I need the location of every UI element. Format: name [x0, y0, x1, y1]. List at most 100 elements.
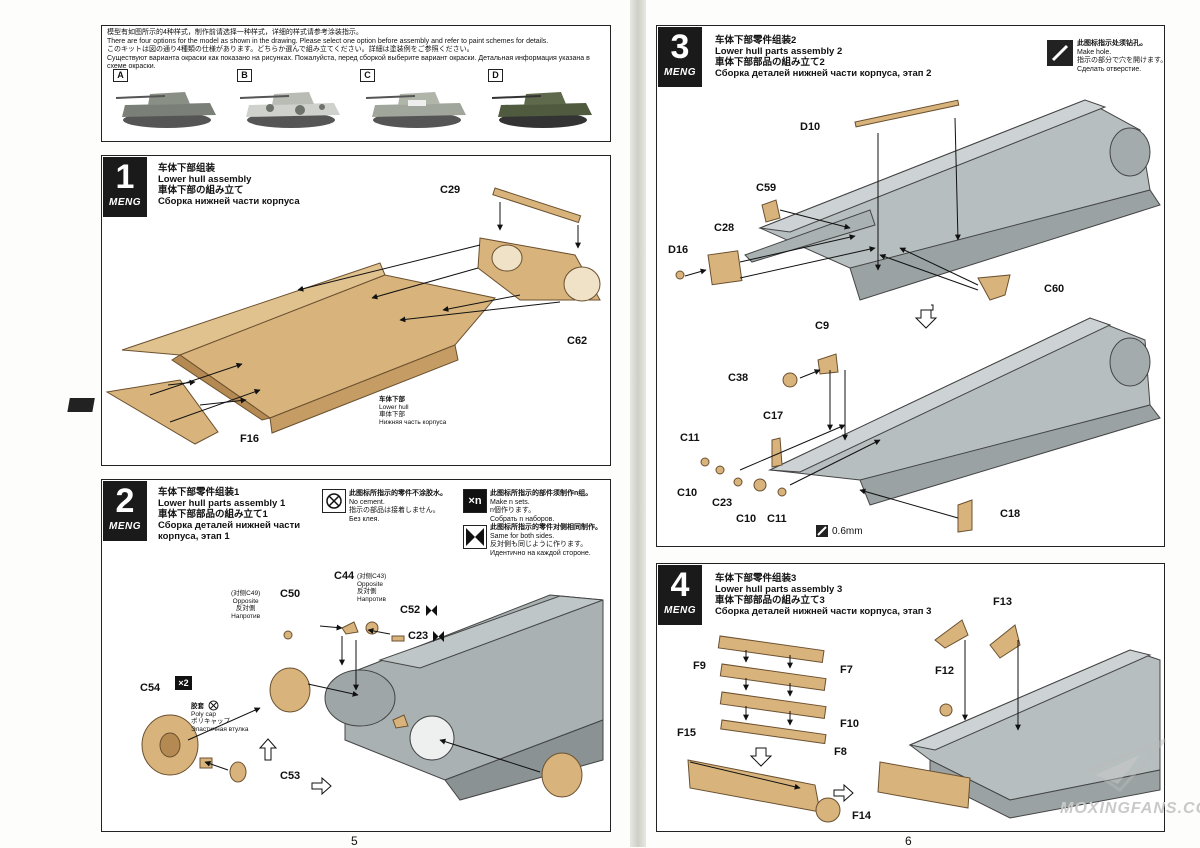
meng-logo: MENG [109, 521, 141, 532]
step-4-title-cn: 车体下部零件组装3 [715, 573, 797, 584]
step1-lower-hull [67, 262, 496, 445]
label-f7: F7 [840, 664, 853, 676]
label-c62: C62 [567, 335, 588, 347]
legend-no-cement-cn: 此图标所指示的零件不涂胶水。 [349, 490, 447, 497]
both-sides-icon [433, 631, 444, 642]
make-n-sets-icon: ×n [463, 489, 487, 513]
legend-n-sets-cn: 此图标所指示的部件须制作n组。 [490, 490, 593, 497]
step-4-title-en: Lower hull parts assembly 3 [715, 584, 843, 595]
drill-icon [1047, 40, 1073, 66]
right-page-number: 6 [905, 834, 912, 848]
step-1-number: 1 [115, 158, 135, 196]
tank-scheme-d [491, 92, 592, 128]
label-c17: C17 [763, 410, 784, 422]
watermark-text: MOXINGFANS.COM [1060, 800, 1200, 817]
step-2-badge: 2 MENG [103, 481, 147, 541]
scheme-note-cn: 模型有如图所示的4种样式，制作前请选择一种样式，详细的样式请参考涂装指示。 [107, 29, 363, 36]
step1-arrows [149, 202, 581, 423]
legend-both-sides-jp: 反対側も同じように作ります。 [490, 541, 588, 548]
label-c11-a: C11 [680, 432, 700, 444]
label-c28: C28 [714, 222, 735, 234]
c44-opposite-jp: 反対側 [357, 588, 377, 595]
c44-opposite-en: Opposite [357, 580, 384, 588]
label-f10: F10 [840, 718, 859, 730]
polycap-label-cn: 胶套 [191, 703, 204, 710]
tank-scheme-a [115, 92, 216, 128]
step-4-title-ru: Сборка деталей нижней части корпуса, эта… [715, 606, 932, 617]
scheme-note-en: There are four options for the model as … [107, 37, 549, 45]
step-4-title: 车体下部零件组装3 Lower hull parts assembly 3 車体… [715, 573, 931, 617]
step-2-title-jp: 車体下部部品の組み立て1 [158, 509, 268, 520]
label-c54: C54 [140, 682, 161, 694]
c50-opposite-ru: Напротив [231, 612, 261, 620]
step-4-badge: 4 MENG [658, 565, 702, 625]
label-c18: C18 [1000, 508, 1021, 520]
meng-logo: MENG [664, 67, 696, 78]
scheme-a-label: A [113, 69, 128, 82]
legend-no-cement-en: No cement. [349, 498, 385, 506]
drill-size-label: 0.6mm [832, 526, 863, 537]
step-1-title-en: Lower hull assembly [158, 174, 252, 185]
step-4-number: 4 [670, 566, 690, 604]
scheme-note-ru: Существуют варианта окраски как показано… [107, 54, 590, 71]
legend-both-sides-cn: 此图标所指示的零件对侧相同制作。 [490, 524, 602, 531]
c50-opposite-en: Opposite [232, 597, 259, 605]
lower-hull-label-en: Lower hull [379, 403, 409, 411]
step-1-badge: 1 MENG [103, 157, 147, 217]
c50-opposite-cn: (对侧C49) [231, 590, 261, 597]
lower-hull-label: 车体下部 Lower hull 車体下部 Нижняя часть корпус… [379, 396, 446, 426]
both-sides-icon [463, 525, 487, 549]
label-c50: C50 [280, 588, 301, 600]
step4-parts [687, 619, 1021, 823]
no-cement-icon [322, 489, 346, 513]
step-2-title-ru: Сборка деталей нижней части корпуса, эта… [158, 520, 301, 542]
legend-no-cement: 此图标所指示的零件不涂胶水。 No cement. 指示の部品は接着しません。 … [349, 490, 447, 524]
tank-scheme-c [365, 92, 466, 128]
legend-no-cement-ru: Без клея. [349, 515, 380, 523]
polycap-label-ru: Эластичная втулка [191, 725, 249, 733]
step-2-title-en: Lower hull parts assembly 1 [158, 498, 286, 509]
label-d16: D16 [668, 244, 689, 256]
step-4-title-jp: 車体下部部品の組み立て3 [715, 595, 825, 606]
legend-no-cement-jp: 指示の部品は接着しません。 [349, 507, 440, 514]
label-c23: C23 [408, 630, 429, 642]
hole-note-ru: Сделать отверстие. [1077, 65, 1142, 73]
legend-n-sets-en: Make n sets. [490, 498, 530, 506]
hole-note: 此图标指示处须钻孔。 Make hole. 指示の部分で穴を開けます。 Сдел… [1077, 40, 1167, 74]
step-3-title-cn: 车体下部零件组装2 [715, 35, 797, 46]
tank-scheme-b [239, 92, 340, 128]
c50-opposite-jp: 反対側 [235, 605, 256, 612]
step3-lower-hull-bottom [768, 317, 1161, 506]
step4-arrows [689, 640, 1021, 790]
step-2-number: 2 [115, 482, 135, 520]
polycap-label-en: Poly cap [191, 710, 216, 718]
label-c53: C53 [280, 770, 301, 782]
no-cement-icon [208, 700, 219, 711]
step3-lower-hull-top [744, 99, 1161, 301]
lower-hull-label-cn: 车体下部 [379, 396, 405, 403]
c44-opposite-cn: (对侧C43) [357, 573, 387, 580]
meng-logo: MENG [664, 605, 696, 616]
legend-n-sets-ru: Собрать n наборов. [490, 515, 555, 523]
lower-hull-label-jp: 車体下部 [379, 411, 405, 418]
legend-n-sets: 此图标所指示的部件须制作n组。 Make n sets. n個作ります。 Соб… [490, 490, 592, 524]
step-1-title-ru: Сборка нижней части корпуса [158, 196, 300, 207]
polycap-label-jp: ポリキャップ [191, 718, 230, 725]
step1-part-c62 [477, 237, 601, 302]
label-c29: C29 [440, 184, 461, 196]
label-f14: F14 [852, 810, 871, 822]
step-3-title: 车体下部零件组装2 Lower hull parts assembly 2 車体… [715, 35, 931, 79]
step3-small-parts [675, 99, 1011, 533]
hole-note-cn: 此图标指示处须钻孔。 [1077, 40, 1147, 47]
step-2-title: 车体下部零件组装1 Lower hull parts assembly 1 車体… [158, 487, 308, 542]
scheme-d-label: D [488, 69, 503, 82]
step3-flow-arrow-down [914, 304, 938, 329]
step-3-title-en: Lower hull parts assembly 2 [715, 46, 843, 57]
left-page-number: 5 [351, 834, 358, 848]
page-fold [630, 0, 646, 847]
scheme-b-label: B [237, 69, 252, 82]
scheme-note-jp: このキットは図の通り4種類の仕様があります。どちらか選んで組み立てください。詳細… [107, 46, 474, 53]
label-c44: C44 [334, 570, 355, 582]
step2-flow-arrow-right [311, 776, 332, 796]
